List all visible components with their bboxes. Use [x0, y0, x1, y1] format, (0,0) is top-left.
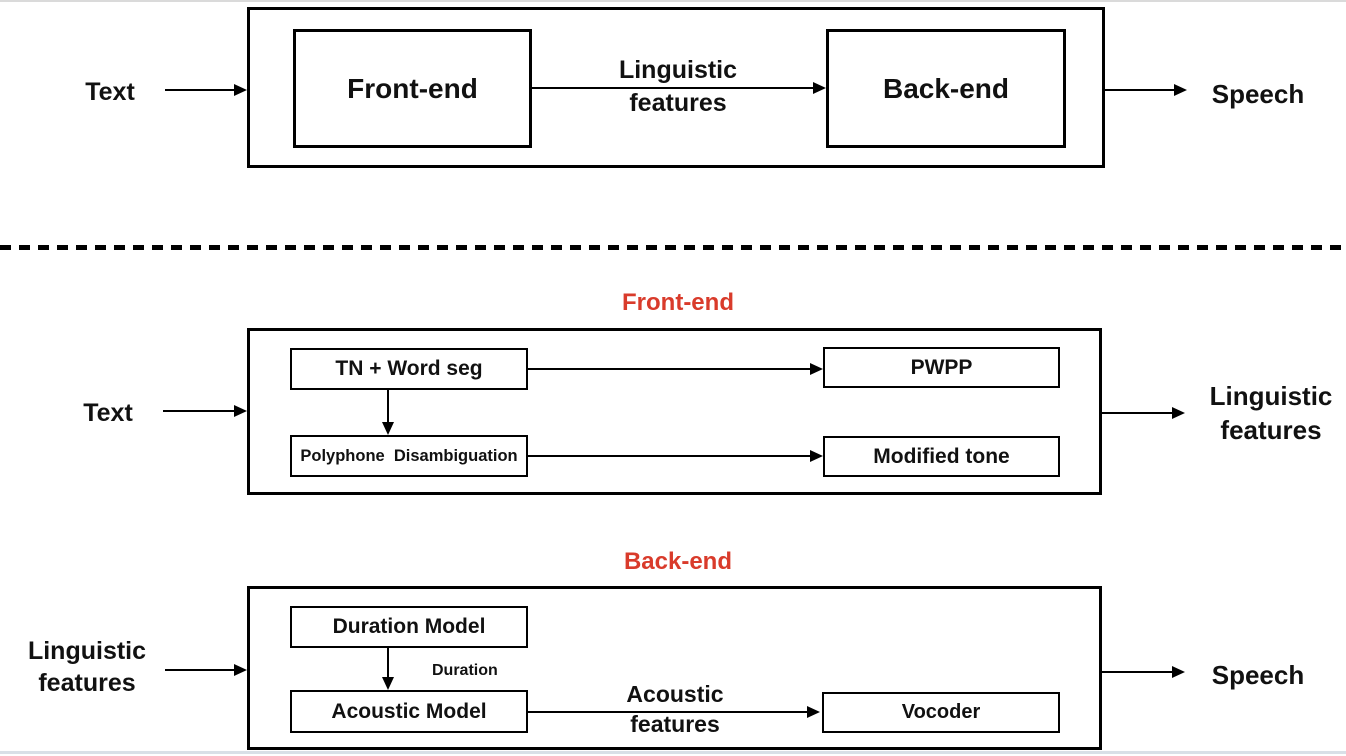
arrow-durationmodel-to-acousticmodel [382, 648, 394, 690]
backend-container-box [247, 586, 1102, 750]
overview-linguistic-features-label: Linguistic features [618, 56, 738, 117]
pwpp-box: PWPP [823, 347, 1060, 388]
duration-model-box: Duration Model [290, 606, 528, 648]
backend-section-title: Back-end [623, 548, 733, 575]
acoustic-features-label: Acoustic features [626, 681, 724, 737]
arrow-pipeline-to-speech [1105, 84, 1187, 96]
arrow-linguistic-features-to-backend [165, 664, 247, 676]
frontend-input-label: Text [83, 399, 133, 427]
arrow-text-to-frontend [163, 405, 247, 417]
duration-arrow-label: Duration [432, 662, 498, 679]
frontend-container-box [247, 328, 1102, 495]
overview-frontend-box: Front-end [293, 29, 532, 148]
arrow-tnwordseg-to-polyphone [382, 390, 394, 435]
arrow-frontend-to-backend [532, 82, 826, 94]
overview-pipeline-box [247, 7, 1105, 168]
arrow-text-to-pipeline [165, 84, 247, 96]
modified-tone-box: Modified tone [823, 436, 1060, 477]
backend-input-label: Linguistic features [27, 637, 147, 697]
arrow-frontend-to-linguistic-features [1102, 407, 1185, 419]
arrow-polyphone-to-modifiedtone [528, 450, 823, 462]
arrow-tnwordseg-to-pwpp [528, 363, 823, 375]
backend-output-label: Speech [1211, 660, 1305, 690]
frontend-output-label: Linguistic features [1209, 381, 1333, 445]
overview-input-label: Text [85, 78, 135, 106]
frontend-section-title: Front-end [622, 289, 734, 316]
overview-output-label: Speech [1211, 79, 1305, 109]
vocoder-box: Vocoder [822, 692, 1060, 733]
section-divider-dashed-line [0, 245, 1346, 250]
tn-word-seg-box: TN + Word seg [290, 348, 528, 390]
arrow-acousticmodel-to-vocoder [528, 706, 820, 718]
top-edge-line [0, 0, 1346, 2]
acoustic-model-box: Acoustic Model [290, 690, 528, 733]
overview-backend-box: Back-end [826, 29, 1066, 148]
arrow-backend-to-speech [1102, 666, 1185, 678]
polyphone-disambiguation-box: Polyphone Disambiguation [290, 435, 528, 477]
bottom-edge-line [0, 751, 1346, 754]
